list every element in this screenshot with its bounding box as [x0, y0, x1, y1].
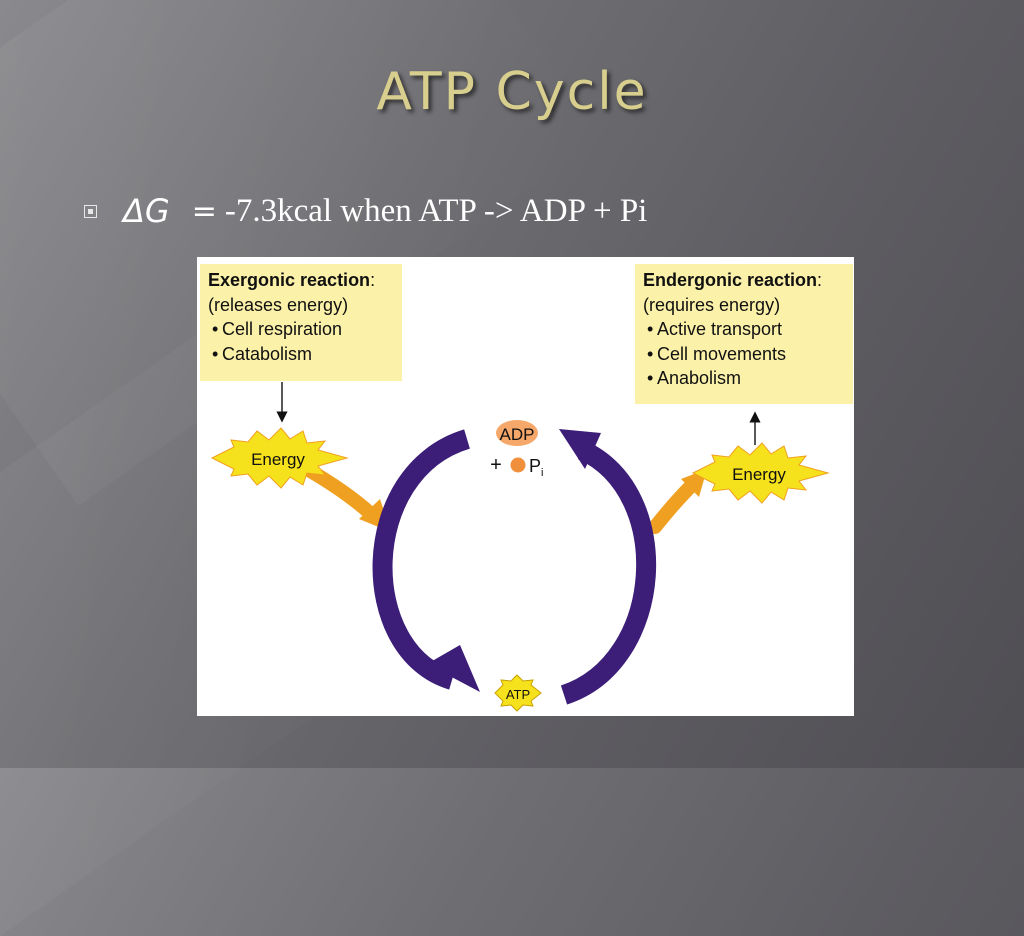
cycle-graphic: ADP + P i ATP Energy Energy: [210, 382, 830, 712]
delta-g-symbol: ΔG: [123, 192, 170, 230]
cycle-arrow-left: [372, 429, 471, 690]
energy-label-left: Energy: [251, 450, 305, 469]
square-bullet-icon: [84, 204, 97, 218]
exergonic-subtitle: (releases energy): [208, 294, 349, 315]
atp-cycle-diagram: Exergonic reaction: (releases energy) Ce…: [197, 257, 854, 716]
energy-starburst-right: [691, 442, 830, 504]
energy-label-right: Energy: [732, 465, 786, 484]
endergonic-item: Anabolism: [643, 366, 845, 391]
endergonic-colon: :: [817, 270, 823, 290]
endergonic-heading: Endergonic reaction: [643, 270, 818, 290]
delta-g-statement: -7.3kcal when ATP -> ADP + Pi: [224, 192, 648, 229]
atp-starburst: [494, 674, 542, 712]
equals-sign: =: [191, 193, 217, 229]
energy-starburst-left: [210, 427, 349, 489]
exergonic-item: Cell respiration: [208, 317, 394, 342]
endergonic-box: Endergonic reaction: (requires energy) A…: [635, 264, 853, 404]
exergonic-heading: Exergonic reaction: [208, 270, 371, 290]
plus-label: +: [490, 454, 502, 476]
exergonic-colon: :: [370, 270, 376, 290]
cycle-arrow-right-head: [559, 429, 601, 469]
cycle-arrow-left-head: [427, 645, 480, 692]
energy-input-arrow: [300, 462, 379, 522]
atp-label: ATP: [506, 687, 530, 702]
bullet-delta-g: ΔG = -7.3kcal when ATP -> ADP + Pi: [84, 186, 647, 236]
exergonic-item: Catabolism: [208, 342, 394, 367]
endergonic-item: Active transport: [643, 317, 845, 342]
phosphate-label: P: [529, 456, 541, 476]
phosphate-dot: [510, 457, 526, 473]
endergonic-item: Cell movements: [643, 342, 845, 367]
cycle-arrow-right: [560, 440, 657, 705]
endergonic-subtitle: (requires energy): [643, 294, 781, 315]
adp-ellipse: [496, 420, 538, 446]
slide-title: ATP Cycle: [376, 62, 648, 122]
energy-output-arrow: [648, 478, 699, 534]
exergonic-box: Exergonic reaction: (releases energy) Ce…: [200, 264, 402, 381]
adp-label: ADP: [500, 425, 535, 444]
phosphate-subscript: i: [541, 467, 543, 479]
